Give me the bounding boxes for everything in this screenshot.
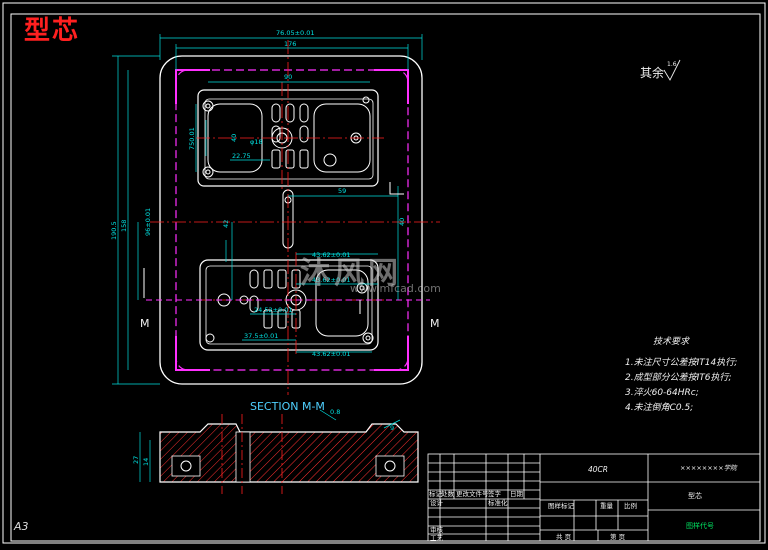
finish-symbol — [663, 59, 681, 81]
dim-height-inner: 158 — [120, 220, 128, 232]
dim-40r: 40 — [398, 218, 406, 226]
dim-inner-width: 176 — [284, 40, 296, 48]
dim-left-40: 40 — [230, 134, 238, 142]
watermark-url: www.mfcad.com — [350, 282, 441, 295]
dim-5: 43.62±0.01 — [312, 350, 351, 358]
tech-item: 4.未注倒角C0.5; — [625, 403, 694, 413]
tb-header-date: 日期 — [510, 490, 524, 498]
tech-item: 2.成型部分公差按IT6执行; — [625, 373, 732, 383]
tb-drawing-no: 图样代号 — [686, 521, 714, 530]
dim-2: 43.62±0.01 — [312, 276, 351, 284]
tb-design: 设计 — [430, 498, 444, 507]
sheet-size: A3 — [14, 520, 29, 533]
watermark-logo: 沐风网 — [300, 256, 402, 291]
tb-sheets-total: 共 页 — [556, 532, 572, 541]
tb-sheet-no: 第 页 — [610, 532, 626, 541]
sec-dim-14: 14 — [142, 458, 150, 466]
section-label: SECTION M-M — [250, 400, 325, 413]
title-block — [427, 453, 761, 542]
sec-dim-27: 27 — [132, 456, 140, 464]
dim-height-b: 96±0.01 — [144, 208, 152, 236]
dim-2275: 22.75 — [232, 152, 251, 160]
tb-process: 工艺 — [430, 534, 444, 542]
dim-height-overall: 190.5 — [110, 221, 118, 240]
surface-finish-label: 其余 — [640, 66, 665, 80]
tb-header-count: 处数 — [441, 489, 455, 498]
hidden-outline — [175, 69, 409, 371]
technical-requirements: 技术要求 1.未注尺寸公差按IT14执行; 2.成型部分公差按IT6执行; 3.… — [625, 335, 737, 416]
inner-border — [10, 13, 761, 542]
plate-outline — [159, 55, 423, 385]
dim-42: 42 — [222, 220, 230, 228]
tb-scale: 比例 — [624, 501, 637, 510]
tb-part-name: 型芯 — [688, 491, 702, 500]
sec-dim-9: 9 — [390, 424, 394, 432]
dim-4: 37.5±0.01 — [244, 332, 278, 340]
tb-weight: 重量 — [600, 502, 614, 510]
tb-standard: 标准化 — [488, 498, 508, 507]
section-marker-right: M — [430, 317, 440, 330]
tech-item: 3.淬火60-64HRc; — [625, 388, 699, 398]
dim-top-90: 90 — [284, 73, 292, 81]
tb-header-sign: 签字 — [488, 489, 502, 498]
title-block-text: 标记 处数 更改文件号 签字 日期 设计 标准化 审核 工艺 图样标记 重量 比… — [429, 464, 738, 542]
tb-header-mark: 标记 — [429, 489, 443, 498]
plan-view: 76.05±0.01 176 90 750.01 40 φ18 22.75 42… — [110, 29, 440, 395]
tb-material: 40CR — [588, 465, 608, 474]
tech-heading: 技术要求 — [653, 337, 690, 347]
dim-phi-18: φ18 — [250, 138, 263, 146]
dim-1: 43.62±0.01 — [312, 251, 351, 259]
tb-school: ××××××××学院 — [680, 464, 738, 472]
dim-overall-width: 76.05±0.01 — [276, 29, 315, 37]
dim-left-a: 750.01 — [188, 127, 196, 150]
tb-stage: 图样标记 — [548, 501, 575, 510]
dim-3: 24.52±0.01 — [254, 306, 293, 314]
tb-header-change: 更改文件号 — [456, 489, 489, 498]
finish-value: 1.6 — [667, 61, 677, 68]
dim-59: 59 — [338, 187, 346, 195]
tech-item: 1.未注尺寸公差按IT14执行; — [625, 358, 738, 368]
section-view: 27 14 0.8 9 — [132, 408, 419, 494]
drawing-title: 型芯 — [24, 16, 81, 46]
tb-review: 审核 — [430, 525, 444, 534]
sec-dim-08: 0.8 — [330, 408, 340, 416]
section-marker-left: M — [140, 317, 150, 330]
